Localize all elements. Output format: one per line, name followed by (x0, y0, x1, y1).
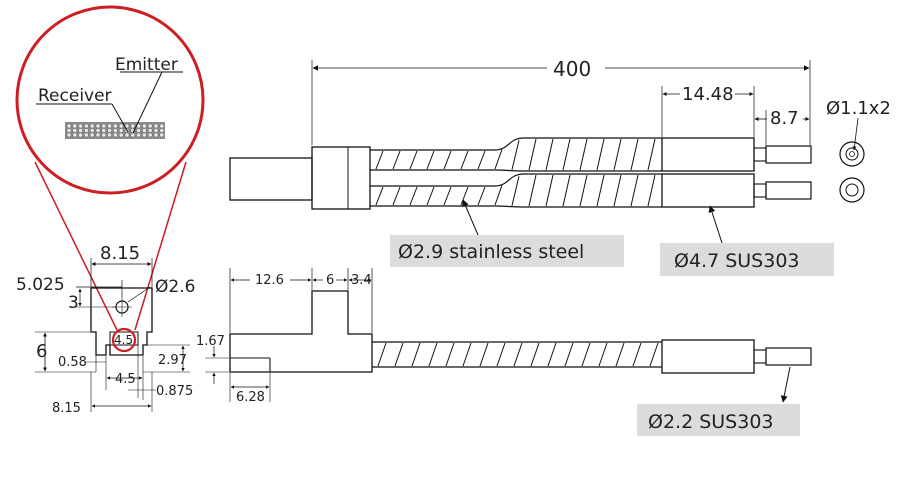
top-view: 400 14.48 8.7 Ø1.1x2 Ø2.9 stainless stee… (229, 57, 891, 276)
dim-front-inner-bottom: 4.5 (115, 372, 136, 387)
dim-front-offset: 5.025 (16, 275, 65, 295)
sheath-hatch-side (377, 342, 659, 367)
receiver-label: Receiver (38, 86, 112, 106)
dim-side-step: 6.28 (236, 390, 265, 405)
dim-front-width-bottom: 8.15 (52, 401, 81, 416)
fiber-end-core-upper (849, 151, 855, 157)
magnify-marker-circle (111, 327, 137, 353)
dim-front-hole-diameter: Ø2.6 (155, 277, 195, 297)
side-head-body (229, 290, 373, 373)
sleeve-upper (661, 137, 755, 172)
callout-sleeve-text: Ø4.7 SUS303 (674, 250, 800, 272)
dim-tip-length: 8.7 (770, 108, 799, 129)
sensor-head-block (311, 146, 371, 210)
dim-fiber-diameter: Ø1.1x2 (826, 98, 891, 119)
fiber-end-outer-upper (839, 141, 865, 167)
sheath-hatch-lower (375, 174, 656, 207)
dim-front-inner-top: 4.5 (114, 333, 133, 347)
dim-sleeve-length: 14.48 (682, 84, 734, 105)
callout-sheath-text: Ø2.9 stainless steel (398, 241, 584, 263)
sheath-hatch-upper (375, 138, 656, 171)
side-view: 12.6 6 3.4 1.67 6.28 Ø2.2 SUS303 (196, 268, 812, 436)
side-fiber-tip (765, 347, 812, 366)
sleeve-lower (661, 173, 755, 208)
dim-front-height: 6 (36, 341, 47, 362)
callout-tip-text: Ø2.2 SUS303 (648, 411, 774, 433)
dim-side-len-c: 3.4 (351, 273, 372, 288)
callout-sleeve-box (660, 243, 834, 276)
dim-front-right-height: 2.97 (158, 353, 187, 368)
fiber-end-outer-lower (839, 177, 865, 203)
fiber-tip-lower (765, 181, 812, 200)
dim-side-height: 1.67 (196, 334, 225, 349)
dim-front-width-top: 8.15 (100, 243, 140, 264)
callout-tip-box (637, 404, 800, 436)
fiber-tip-upper (765, 145, 812, 164)
magnifier-circle (15, 5, 205, 195)
dim-total-length: 400 (553, 57, 591, 81)
magnifier-detail: Emitter Receiver (15, 5, 205, 331)
sensor-head-body (229, 157, 313, 201)
front-view: 8.15 5.025 3 Ø2.6 6 4.5 0.58 2.97 4.5 0.… (16, 243, 195, 416)
dim-side-len-a: 12.6 (255, 273, 284, 288)
dim-front-left-gap: 0.58 (58, 355, 87, 370)
side-sleeve (661, 339, 755, 374)
dim-front-hole-offset: 3 (68, 293, 79, 313)
emitter-label: Emitter (115, 55, 178, 75)
dim-front-right-gap: 0.875 (156, 384, 193, 399)
front-inner-slot (109, 331, 139, 346)
dim-side-len-b: 6 (326, 273, 334, 288)
callout-sheath-box (390, 235, 624, 267)
